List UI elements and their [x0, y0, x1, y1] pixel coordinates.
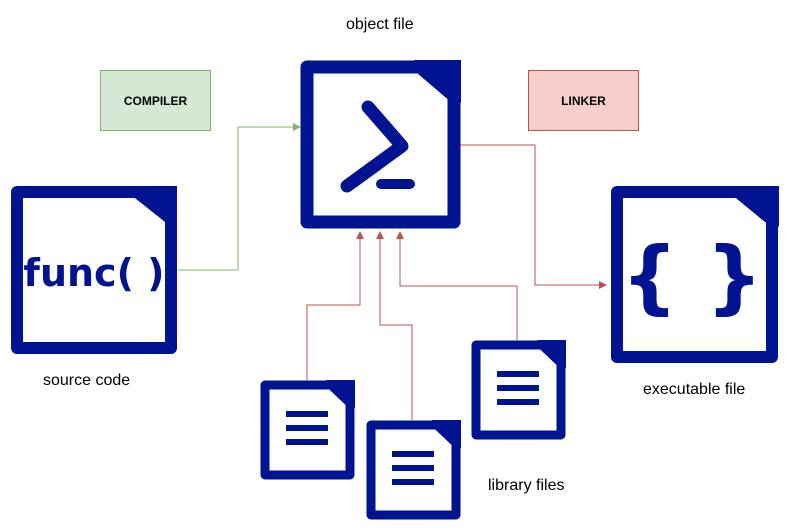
func-glyph: func( ) — [23, 251, 164, 295]
library-file-icon — [366, 420, 461, 520]
linker-box: LINKER — [528, 70, 639, 131]
link-arrow — [460, 144, 607, 289]
library-file-icon — [471, 340, 566, 440]
library-file-icon — [260, 380, 355, 480]
executable-file-label: executable file — [643, 381, 746, 398]
compiler-label: COMPILER — [123, 93, 188, 108]
object-file-label: object file — [346, 16, 414, 33]
braces-glyph: { } — [621, 230, 763, 323]
compiler-box: COMPILER — [100, 70, 211, 131]
library-2-arrow — [376, 231, 413, 420]
compile-arrow — [178, 123, 301, 271]
library-3-arrow — [396, 231, 518, 340]
source-code-label: source code — [43, 372, 131, 389]
library-1-arrow — [306, 231, 364, 380]
terminal-file-icon — [300, 60, 461, 229]
braces-file-icon: { } — [611, 186, 779, 363]
source-code-file-icon: func( ) — [11, 186, 177, 354]
library-files-label: library files — [488, 477, 565, 494]
linker-label: LINKER — [561, 93, 606, 108]
